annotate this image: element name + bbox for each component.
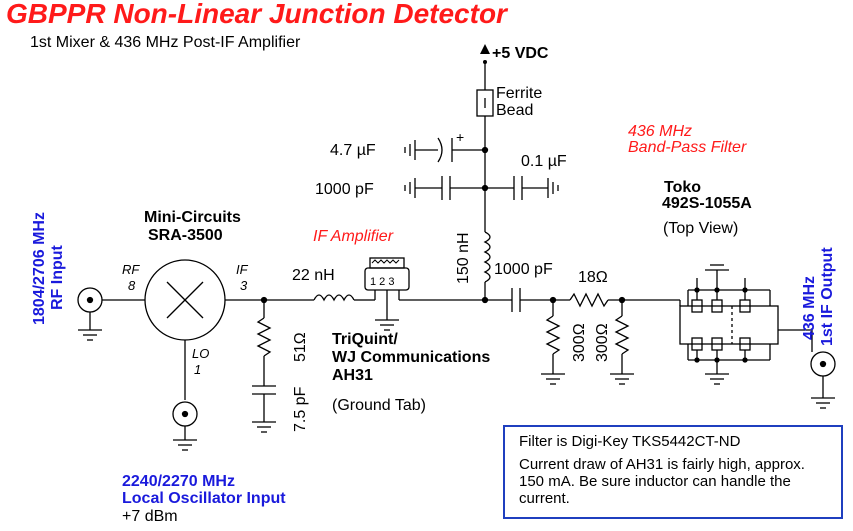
amp-pins-label: 1 2 3: [370, 276, 394, 288]
page-title: GBPPR Non-Linear Junction Detector: [6, 0, 507, 29]
port-lo-name: LO: [192, 346, 209, 361]
res-18-label: 18Ω: [578, 269, 608, 286]
mixer-label-2: SRA-3500: [148, 227, 223, 244]
amplifier-ah31: [364, 257, 485, 331]
cap-1000p-series-label: 1000 pF: [494, 261, 553, 278]
lo-input-label-2: Local Oscillator Input: [122, 490, 286, 507]
resistor-51-ohm: [256, 317, 272, 357]
ind-150n-label: 150 nH: [455, 232, 472, 284]
polarity-mark: +: [456, 129, 464, 145]
lo-level-label: +7 dBm: [122, 508, 178, 525]
mixer-label-1: Mini-Circuits: [144, 209, 241, 226]
filter-label-1: 436 MHz: [628, 123, 692, 140]
note-line-2: Current draw of AH31 is fairly high, app…: [519, 456, 805, 507]
lo-input-label-1: 2240/2270 MHz: [122, 473, 235, 490]
if-output-label-2: 1st IF Output: [819, 247, 836, 346]
amp-part-3: AH31: [332, 367, 373, 384]
toko-label-1: Toko: [664, 179, 701, 196]
filter-label-2: Band-Pass Filter: [628, 139, 747, 156]
mixer-symbol: [144, 259, 226, 341]
if-output-connector[interactable]: [810, 351, 836, 409]
inductor-150nh: [483, 231, 491, 283]
cap-1000p-decoupling-label: 1000 pF: [315, 181, 374, 198]
cap-4u7-label: 4.7 µF: [330, 142, 376, 159]
lo-input-connector[interactable]: [172, 401, 198, 451]
ferrite-label-2: Bead: [496, 102, 533, 119]
note-box: Filter is Digi-Key TKS5442CT-ND Current …: [503, 425, 843, 519]
res-51-label: 51Ω: [292, 332, 309, 362]
port-if-name: IF: [236, 262, 249, 277]
ferrite-label-1: Ferrite: [496, 85, 542, 102]
inductor-22nh: [313, 294, 355, 302]
amp-part-1: TriQuint/: [332, 331, 398, 348]
rf-input-label-1: 1804/2706 MHz: [31, 212, 48, 325]
if-amp-label: IF Amplifier: [313, 228, 394, 245]
cap-0u1-label: 0.1 µF: [521, 153, 567, 170]
note-line-1: Filter is Digi-Key TKS5442CT-ND: [519, 433, 741, 450]
rf-input-connector[interactable]: [77, 287, 103, 341]
port-rf-name: RF: [122, 262, 140, 277]
res-300a-label: 300Ω: [571, 323, 588, 362]
if-output-label-1: 436 MHz: [801, 276, 818, 340]
page-subtitle: 1st Mixer & 436 MHz Post-IF Amplifier: [30, 34, 301, 51]
amp-part-2: WJ Communications: [332, 349, 490, 366]
toko-filter: [679, 264, 779, 385]
port-lo-pin: 1: [194, 362, 201, 377]
supply-arrow-icon: [480, 44, 490, 54]
resistor-300-ohm-a: [545, 315, 561, 355]
top-view-label: (Top View): [663, 220, 738, 237]
res-300b-label: 300Ω: [594, 323, 611, 362]
rf-input-label-2: RF Input: [49, 244, 66, 310]
supply-label: +5 VDC: [492, 45, 549, 62]
port-rf-pin: 8: [128, 278, 136, 293]
toko-label-2: 492S-1055A: [662, 195, 752, 212]
cap-7p5-label: 7.5 pF: [292, 386, 309, 432]
resistor-300-ohm-b: [614, 315, 630, 355]
ground-tab-label: (Ground Tab): [332, 397, 426, 414]
ind-22n-label: 22 nH: [292, 267, 335, 284]
port-if-pin: 3: [240, 278, 248, 293]
resistor-18-ohm: [569, 292, 609, 308]
